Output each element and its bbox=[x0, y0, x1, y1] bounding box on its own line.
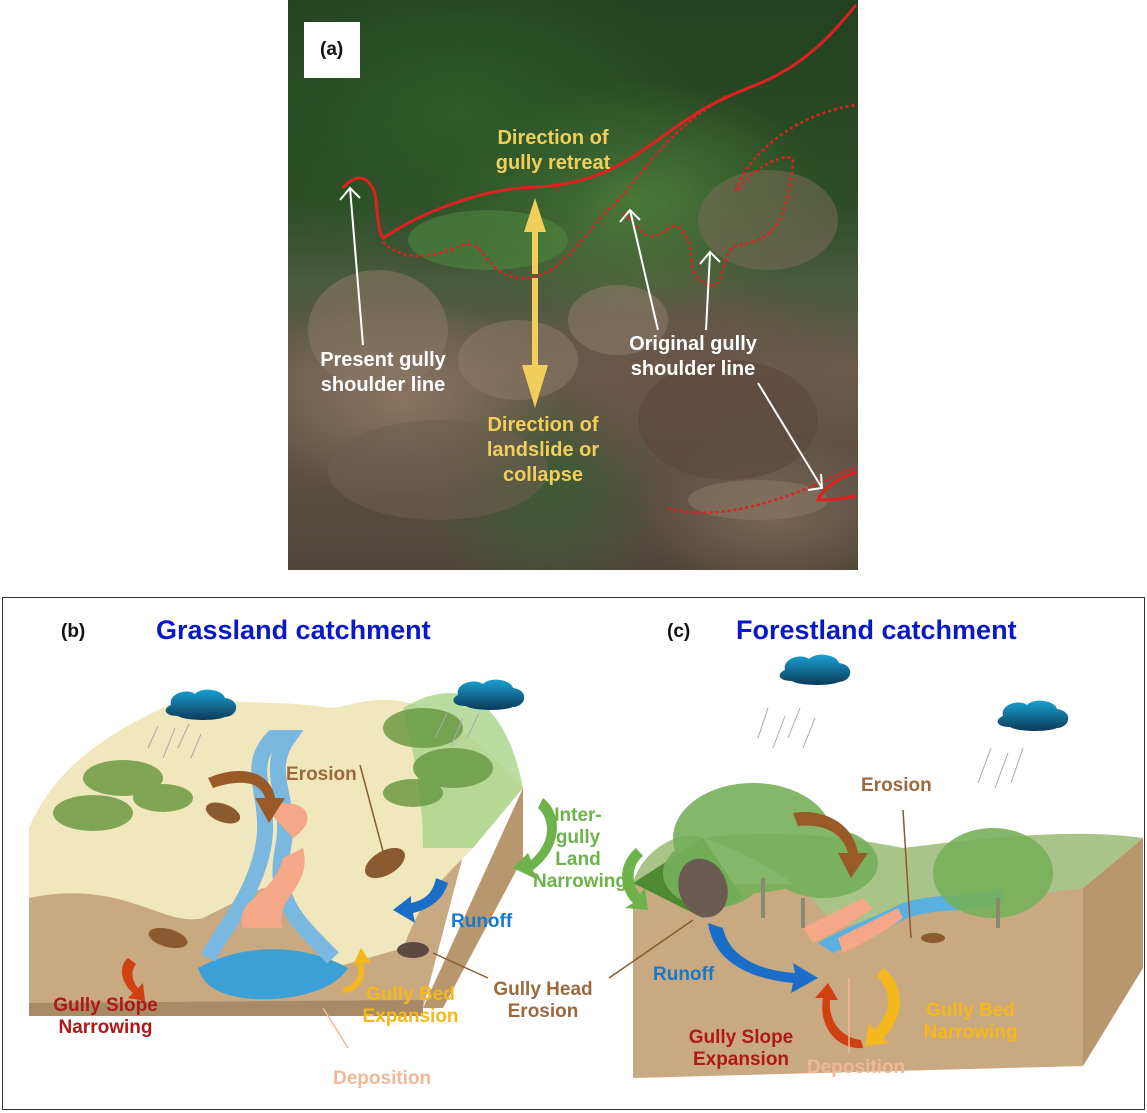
gully-head-label: Gully Head Erosion bbox=[483, 979, 603, 1023]
inter-gully-line-3: Narrowing bbox=[533, 871, 627, 892]
gully-head-line-2: Erosion bbox=[507, 1001, 579, 1022]
gully-head-line-1: Gully Head bbox=[493, 979, 593, 1000]
inter-gully-arrow bbox=[513, 798, 557, 880]
gully-slope-line-2: Expansion bbox=[692, 1049, 790, 1070]
inter-gully-label: Inter-gully Land Narrowing bbox=[533, 805, 627, 893]
photo-overlay bbox=[308, 4, 858, 520]
landslide-line-3: collapse bbox=[502, 464, 584, 486]
landslide-label: Direction of landslide or collapse bbox=[478, 413, 608, 488]
landslide-line-2: landslide or bbox=[486, 439, 600, 461]
present-shoulder-line bbox=[341, 4, 858, 240]
erosion-leader bbox=[902, 809, 912, 939]
gully-slope-label-c: Gully Slope Expansion bbox=[671, 1027, 811, 1071]
gully-head-leader bbox=[432, 952, 489, 979]
gully-head-rock bbox=[678, 858, 728, 918]
gully-bed-line-1: Gully Bed bbox=[926, 1000, 1015, 1021]
original-shoulder-line-1: Original gully bbox=[629, 333, 757, 355]
erosion-label-b: Erosion bbox=[286, 764, 357, 785]
gully-slope-line-2: Narrowing bbox=[58, 1017, 153, 1038]
gully-bed-label-c: Gully Bed Narrowing bbox=[913, 1000, 1028, 1044]
runoff-label-b: Runoff bbox=[451, 911, 513, 932]
deposition-leader bbox=[322, 1007, 349, 1049]
runoff-label-c: Runoff bbox=[653, 964, 715, 985]
inter-gully-arrow bbox=[622, 848, 648, 910]
catchment-diagram-frame: (b) Grassland catchment Erosion Inter-gu… bbox=[2, 597, 1145, 1110]
gully-retreat-label: Direction of gully retreat bbox=[478, 126, 628, 176]
original-shoulder-line-lower bbox=[667, 466, 857, 514]
cloud-icon bbox=[453, 679, 525, 710]
landslide-line-1: Direction of bbox=[487, 414, 599, 436]
gully-photo-panel: (a) Direction of gully retreat Direction… bbox=[288, 0, 858, 570]
present-shoulder-line-lower bbox=[815, 470, 857, 502]
gully-slope-line-1: Gully Slope bbox=[688, 1027, 794, 1048]
panel-label-box: (a) bbox=[304, 22, 360, 78]
pointer-arrows bbox=[339, 186, 824, 491]
original-shoulder-line bbox=[382, 93, 857, 287]
present-shoulder-line-2: shoulder line bbox=[320, 374, 446, 396]
erosion-rock bbox=[921, 933, 945, 943]
tree-trunks bbox=[761, 878, 1000, 928]
grassland-title: Grassland catchment bbox=[156, 615, 431, 645]
gully-bed-line-1: Gully Bed bbox=[366, 984, 455, 1005]
gully-slope-arrow bbox=[815, 983, 863, 1049]
cloud-icon bbox=[165, 689, 237, 720]
gully-retreat-line-2: gully retreat bbox=[495, 152, 611, 174]
inter-gully-line-1: Inter-gully bbox=[554, 805, 602, 848]
deposition-label-b: Deposition bbox=[333, 1068, 432, 1089]
gully-bed-arrow bbox=[343, 948, 371, 993]
gully-slope-label-b: Gully Slope Narrowing bbox=[43, 995, 168, 1039]
runoff-arrow bbox=[708, 923, 818, 993]
erosion-arrow bbox=[208, 770, 285, 823]
gully-retreat-arrow bbox=[524, 198, 546, 274]
terrain-texture bbox=[308, 170, 838, 520]
gully-retreat-line-1: Direction of bbox=[497, 127, 609, 149]
panel-label-c: (c) bbox=[667, 621, 691, 642]
erosion-arrow bbox=[793, 812, 868, 878]
catchment-illustration bbox=[29, 654, 1143, 1078]
gully-bed-line-2: Narrowing bbox=[923, 1022, 1018, 1043]
cloud-icon bbox=[779, 654, 851, 685]
gully-slope-arrow bbox=[121, 958, 145, 1001]
erosion-label-c: Erosion bbox=[861, 775, 932, 796]
gully-bed-line-2: Expansion bbox=[362, 1006, 459, 1027]
panel-label-a: (a) bbox=[320, 39, 344, 60]
inter-gully-line-2: Land bbox=[555, 849, 601, 870]
runoff-arrow bbox=[393, 878, 448, 923]
original-shoulder-line-2: shoulder line bbox=[630, 358, 756, 380]
panel-label-b: (b) bbox=[61, 621, 86, 642]
forestland-title: Forestland catchment bbox=[736, 615, 1017, 645]
gully-head-leader bbox=[608, 919, 694, 979]
cloud-icon bbox=[997, 700, 1069, 731]
landslide-arrow bbox=[522, 278, 548, 408]
grass-tufts bbox=[53, 708, 493, 831]
deposition-label-c: Deposition bbox=[807, 1057, 906, 1078]
erosion-leader bbox=[359, 764, 385, 856]
present-shoulder-label: Present gully shoulder line bbox=[318, 348, 448, 398]
gully-slope-line-1: Gully Slope bbox=[53, 995, 158, 1016]
rain-lines bbox=[757, 707, 1024, 789]
present-shoulder-line-1: Present gully bbox=[320, 349, 446, 371]
rain-lines bbox=[147, 712, 480, 759]
gully-bed-label-b: Gully Bed Expansion bbox=[358, 984, 463, 1028]
erosion-rocks bbox=[148, 802, 429, 958]
gully-bed-arrow bbox=[865, 968, 900, 1046]
original-shoulder-label: Original gully shoulder line bbox=[623, 332, 763, 382]
